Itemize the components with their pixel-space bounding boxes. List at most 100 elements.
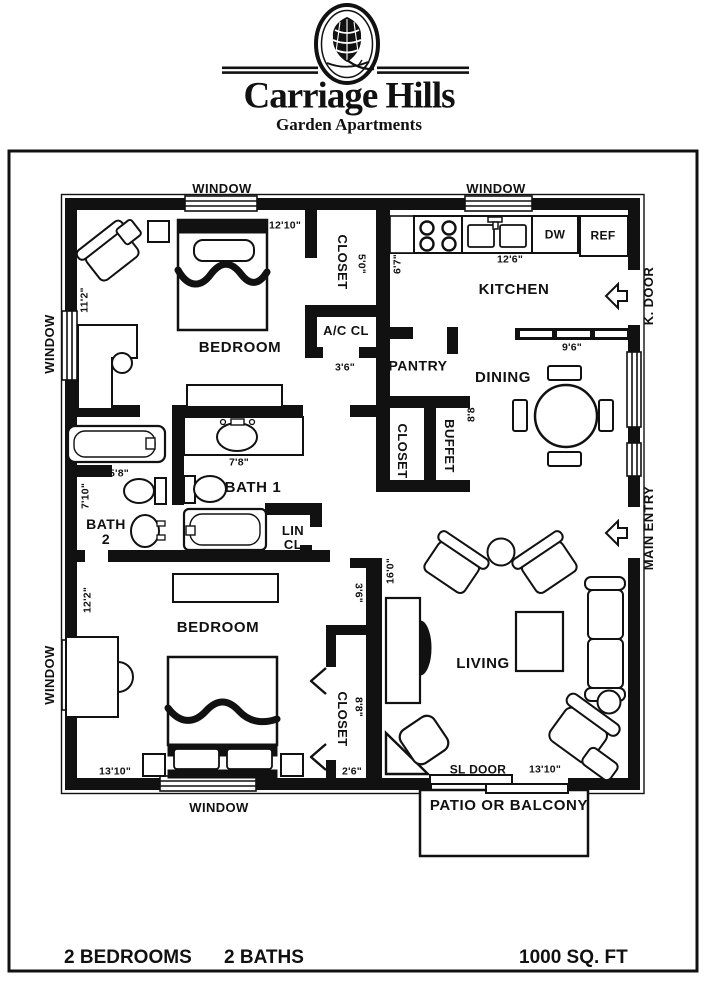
- ottoman: [115, 218, 142, 246]
- sofa-cushion: [587, 589, 624, 640]
- dim-closet-bottom-depth: 8'8": [352, 697, 365, 717]
- room-label-closet-top: CLOSET: [335, 234, 351, 290]
- k-door-arrow-icon: [604, 281, 628, 311]
- main-entry-arrow-icon: [604, 518, 628, 548]
- page-frame: [7, 149, 699, 973]
- window-label-left-upper: WINDOW: [41, 314, 57, 374]
- sl-door-label: SL DOOR: [449, 762, 507, 777]
- dim-living-nook: 3'6": [352, 583, 365, 603]
- k-door-label: K. DOOR: [640, 266, 656, 326]
- bed: [166, 655, 279, 747]
- dining-table: [533, 383, 599, 449]
- plan-outline: [60, 193, 645, 795]
- pillow: [193, 239, 255, 262]
- main-entry-label: MAIN ENTRY: [640, 485, 656, 571]
- armchair: [423, 530, 490, 595]
- dim-closet-bottom-width: 2'6": [342, 765, 362, 778]
- sofa-cushion: [587, 638, 624, 689]
- kitchen-fixtures: [389, 215, 629, 257]
- room-label-closet-bottom: CLOSET: [335, 691, 351, 747]
- room-label-buffet: BUFFET: [442, 419, 458, 473]
- room-label-ac-closet: A/C CL: [323, 322, 369, 338]
- bath2-line2: 2: [101, 531, 111, 547]
- tv-cabinet: [384, 596, 422, 705]
- desk-chair: [117, 660, 134, 694]
- lin-line2: CL: [283, 537, 303, 552]
- desk-chair: [111, 352, 133, 374]
- window-label-left-lower: WINDOW: [41, 645, 57, 705]
- nightstand: [142, 753, 166, 777]
- room-label-living: LIVING: [456, 654, 510, 672]
- bedroom1-furniture: [75, 218, 283, 410]
- tv-screen: [419, 620, 432, 676]
- dim-bedroom1-depth: 11'2": [78, 287, 91, 313]
- sliding-door-symbol: [429, 774, 569, 794]
- closet-bifold-icon: [309, 667, 327, 771]
- toilet: [123, 478, 155, 504]
- room-label-pantry: PANTRY: [388, 357, 448, 374]
- window-label-top-left: WINDOW: [192, 180, 252, 196]
- room-label-dining: DINING: [474, 368, 532, 386]
- armchair: [511, 530, 578, 595]
- bedroom2-furniture: [65, 573, 304, 779]
- coffee-table: [514, 610, 565, 673]
- pedestal-sink: [130, 514, 160, 548]
- pillow: [173, 748, 220, 770]
- dining-furniture: [512, 365, 614, 467]
- dim-living-width: 13'10": [528, 763, 562, 776]
- window-label-top-right: WINDOW: [466, 180, 526, 196]
- round-table: [486, 537, 516, 567]
- nightstand: [147, 220, 170, 243]
- room-label-closet-mid: CLOSET: [395, 423, 411, 479]
- dim-kitchen-depth: 6'7": [391, 254, 404, 274]
- side-table: [596, 689, 622, 715]
- room-label-bedroom1: BEDROOM: [198, 338, 282, 356]
- room-label-bath1: BATH 1: [224, 478, 282, 496]
- accent-table: [398, 714, 450, 766]
- dim-ac-closet: 3'6": [335, 361, 355, 374]
- pillow: [226, 748, 273, 770]
- room-label-bath2: BATH 2: [86, 516, 126, 547]
- room-label-kitchen: KITCHEN: [478, 280, 550, 298]
- dim-bedroom2-width: 13'10": [98, 765, 132, 778]
- dresser: [186, 384, 283, 408]
- toilet: [193, 475, 227, 503]
- dim-living-depth: 16'0": [384, 558, 397, 584]
- nightstand: [280, 753, 304, 777]
- bath1-fixtures: [182, 416, 304, 552]
- sofa-arm: [584, 576, 626, 591]
- footer-area: 1000 SQ. FT: [519, 947, 628, 968]
- room-label-lin-closet: LIN CL: [282, 523, 304, 552]
- bath2-fixtures: [66, 424, 167, 548]
- desk: [77, 324, 138, 410]
- footer-baths: 2 BATHS: [224, 947, 304, 968]
- desk: [65, 636, 119, 718]
- dim-bath2-depth: 7'10": [79, 483, 92, 509]
- refrigerator-label: REF: [590, 228, 616, 243]
- dim-bath2-width: 5'8": [109, 467, 129, 480]
- refrigerator-box: [579, 215, 629, 257]
- dim-dining-width: 9'6": [562, 341, 582, 354]
- logo-rules: [222, 66, 469, 74]
- dim-closet-top: 5'0": [355, 254, 368, 274]
- dresser: [172, 573, 279, 603]
- room-label-bedroom2: BEDROOM: [176, 618, 260, 636]
- dim-dining-depth: 8'8": [465, 402, 478, 422]
- dim-bedroom2-depth: 12'2": [81, 587, 94, 613]
- dishwasher-box: [531, 215, 579, 254]
- logo-title: Carriage Hills: [243, 75, 455, 117]
- room-label-patio: PATIO OR BALCONY: [429, 796, 589, 814]
- window-label-bottom: WINDOW: [189, 799, 249, 815]
- bed: [176, 218, 269, 332]
- pinecone-logo-icon: [314, 3, 380, 85]
- dim-bedroom1-width: 12'10": [268, 219, 302, 232]
- logo-subtitle: Garden Apartments: [276, 115, 422, 134]
- ottoman: [581, 746, 619, 782]
- interior-walls: [65, 210, 628, 778]
- living-furniture: [384, 530, 626, 782]
- sink: [216, 422, 258, 452]
- patio-outline: [418, 788, 590, 858]
- dining-bar-slots: [520, 331, 627, 337]
